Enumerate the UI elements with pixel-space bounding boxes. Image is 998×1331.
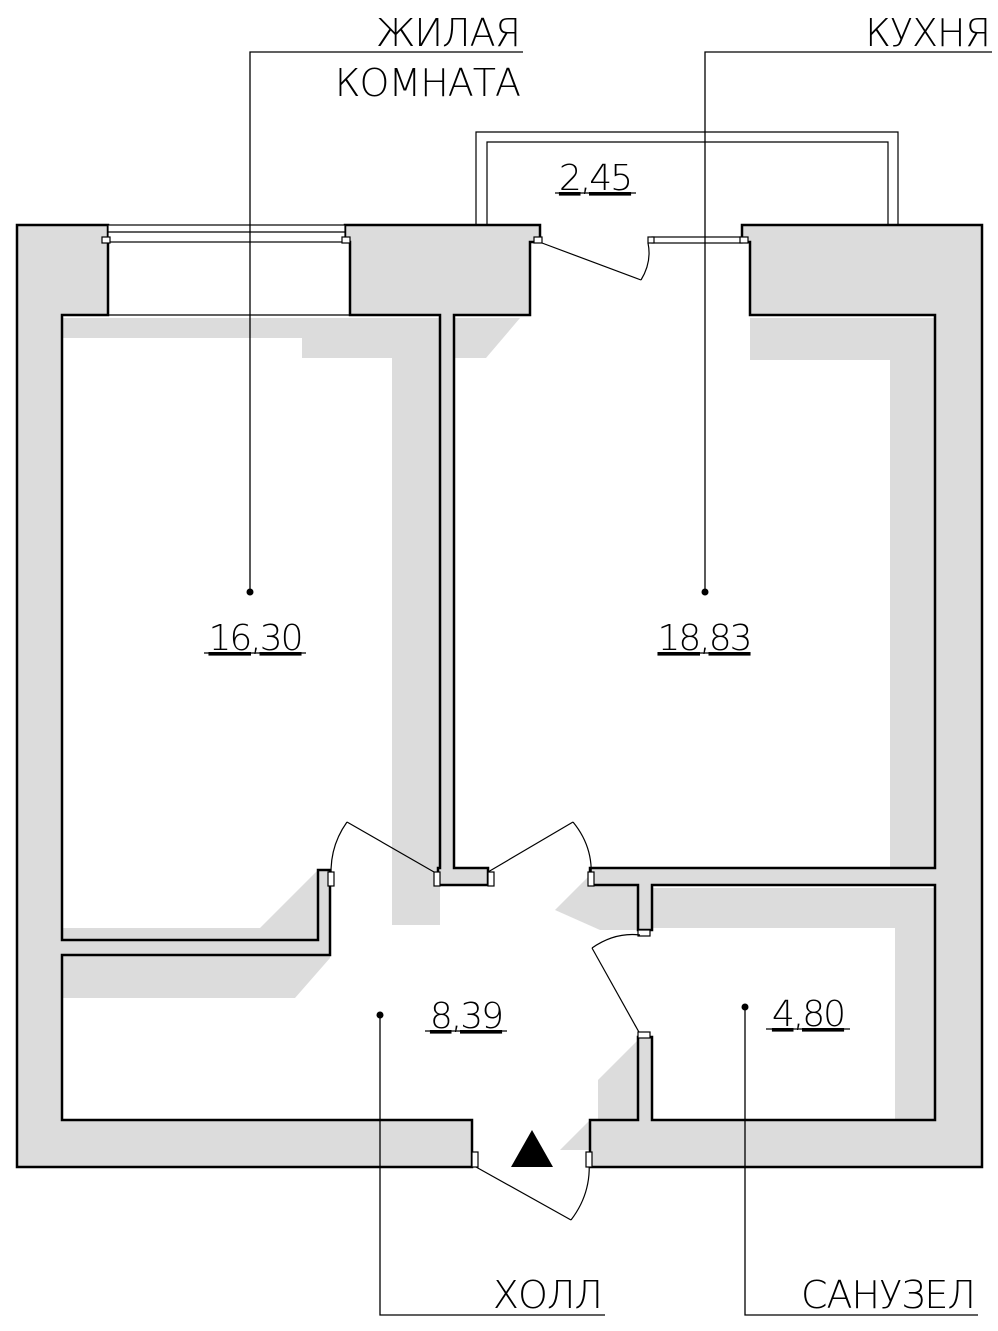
- living-room-window: [101, 224, 351, 316]
- room-shading: [62, 318, 935, 1150]
- bathroom-label: САНУЗЕЛ: [801, 1273, 975, 1317]
- bathroom-area: 4,80: [772, 994, 844, 1035]
- bathroom-door: [591, 929, 651, 1039]
- balcony-area: 2,45: [559, 158, 631, 199]
- kitchen-door: [487, 821, 595, 887]
- kitchen-area: 18,83: [657, 618, 750, 659]
- entrance-triangle-icon: [511, 1130, 553, 1167]
- living-room-label-line2: КОМНАТА: [335, 61, 520, 105]
- balcony-door: [533, 236, 650, 281]
- leader-lines: [246, 51, 992, 1316]
- living-room-door: [327, 821, 441, 887]
- entrance-door: [471, 1151, 593, 1221]
- hall-area: 8,39: [430, 996, 502, 1037]
- hall-label: ХОЛЛ: [493, 1273, 602, 1317]
- balcony: [475, 131, 899, 225]
- living-room-label-line1: ЖИЛАЯ: [376, 11, 520, 55]
- living-room-area: 16,30: [208, 618, 301, 659]
- kitchen-window: [647, 236, 749, 244]
- kitchen-label: КУХНЯ: [865, 11, 990, 55]
